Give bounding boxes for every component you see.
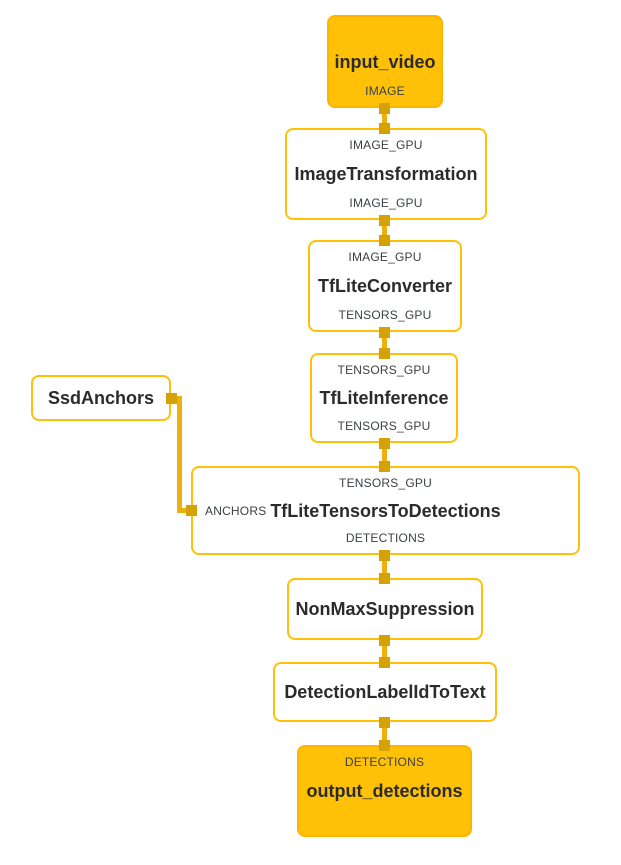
node-tflite-converter[interactable]: IMAGE_GPU TfLiteConverter TENSORS_GPU xyxy=(308,240,462,332)
port-label-tensors-gpu-out: TENSORS_GPU xyxy=(338,308,432,322)
port-stub xyxy=(165,392,177,404)
node-title: TfLiteConverter xyxy=(317,276,452,296)
node-tflite-tensors-to-detections[interactable]: TENSORS_GPU ANCHORS TfLiteTensorsToDetec… xyxy=(191,466,580,555)
edge-detection-label-id-to-text-to-output-detections xyxy=(382,722,387,745)
port-label-tensors-gpu-out: TENSORS_GPU xyxy=(337,419,431,433)
node-title: output_detections xyxy=(306,781,463,801)
port-stub xyxy=(379,739,390,751)
port-stub xyxy=(379,656,390,668)
port-stub xyxy=(185,505,197,516)
node-detection-label-id-to-text[interactable]: DetectionLabelIdToText xyxy=(273,662,497,722)
port-label-tensors-gpu-in: TENSORS_GPU xyxy=(339,476,432,490)
port-stub xyxy=(379,234,390,246)
node-title: DetectionLabelIdToText xyxy=(284,682,486,702)
port-stub xyxy=(379,716,390,728)
port-stub xyxy=(379,460,390,472)
port-stub xyxy=(379,572,390,584)
edge-input-video-to-image-transformation xyxy=(382,108,387,128)
port-label-detections-in: DETECTIONS xyxy=(344,755,425,769)
port-stub xyxy=(379,634,390,646)
port-label-detections-out: DETECTIONS xyxy=(345,531,426,545)
edge-image-transformation-to-tflite-converter xyxy=(382,220,387,240)
node-ssd-anchors[interactable]: SsdAnchors xyxy=(31,375,171,421)
port-label-image-gpu-in: IMAGE_GPU xyxy=(349,138,423,152)
port-stub xyxy=(379,102,390,114)
port-label-image-gpu-in: IMAGE_GPU xyxy=(348,250,422,264)
port-stub xyxy=(379,437,390,449)
node-title: ImageTransformation xyxy=(294,164,478,184)
port-stub xyxy=(379,214,390,226)
node-title: NonMaxSuppression xyxy=(295,599,475,619)
port-label-image-gpu-out: IMAGE_GPU xyxy=(349,196,423,210)
node-output-detections[interactable]: DETECTIONS output_detections xyxy=(297,745,472,837)
node-title: TfLiteInference xyxy=(319,388,449,408)
port-stub xyxy=(379,549,390,561)
edge-non-max-suppression-to-detection-label-id-to-text xyxy=(382,640,387,662)
edge-tflite-inference-to-tensors-to-detections xyxy=(382,443,387,466)
edge-ssd-anchors-h2 xyxy=(177,508,191,513)
port-label-image: IMAGE xyxy=(365,84,405,98)
node-tflite-inference[interactable]: TENSORS_GPU TfLiteInference TENSORS_GPU xyxy=(310,353,458,443)
node-title: input_video xyxy=(334,51,436,72)
node-title: TfLiteTensorsToDetections xyxy=(270,500,501,521)
node-image-transformation[interactable]: IMAGE_GPU ImageTransformation IMAGE_GPU xyxy=(285,128,487,220)
port-stub xyxy=(379,122,390,134)
node-input-video[interactable]: input_video IMAGE xyxy=(327,15,443,108)
edge-ssd-anchors-h1 xyxy=(171,395,182,401)
port-label-anchors-in: ANCHORS xyxy=(205,503,267,518)
node-title: SsdAnchors xyxy=(47,388,155,408)
port-label-tensors-gpu-in: TENSORS_GPU xyxy=(337,363,431,377)
edge-tflite-converter-to-tflite-inference xyxy=(382,332,387,353)
port-stub xyxy=(379,326,390,338)
edge-ssd-anchors-vertical xyxy=(177,395,182,511)
port-stub xyxy=(379,347,390,359)
node-non-max-suppression[interactable]: NonMaxSuppression xyxy=(287,578,483,640)
edge-tensors-to-detections-to-non-max-suppression xyxy=(382,555,387,578)
